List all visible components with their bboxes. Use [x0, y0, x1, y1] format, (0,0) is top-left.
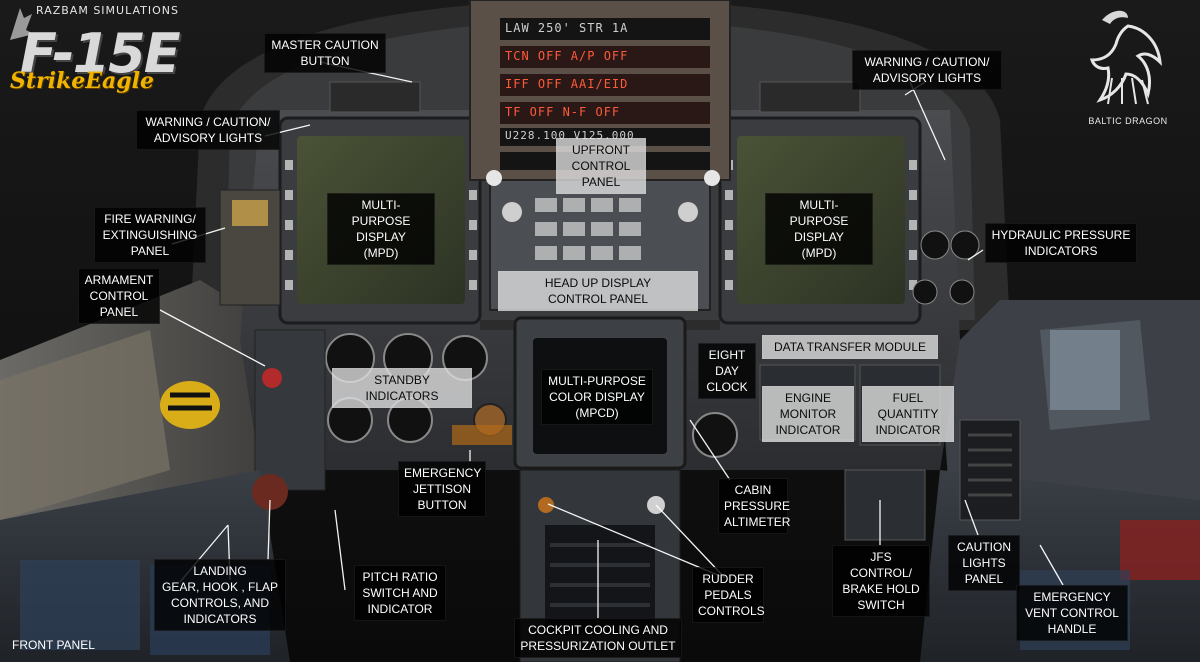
- label-rudder-pedals: RUDDER PEDALS CONTROLS: [692, 567, 765, 623]
- front-panel-caption: FRONT PANEL: [12, 638, 95, 652]
- ufc-line-1: LAW 250' STR 1A: [505, 21, 629, 35]
- label-armament: ARMAMENT CONTROL PANEL: [78, 268, 160, 324]
- logo-sub: StrikeEagle: [10, 68, 154, 94]
- label-cabin-pressure: CABIN PRESSURE ALTIMETER: [718, 478, 790, 534]
- label-wca-left: WARNING / CAUTION/ ADVISORY LIGHTS: [136, 110, 280, 150]
- label-hud-control: HEAD UP DISPLAY CONTROL PANEL: [498, 271, 698, 311]
- baltic-dragon-logo: BALTIC DRAGON: [1082, 8, 1174, 126]
- label-landing-gear: LANDING GEAR, HOOK , FLAP CONTROLS, AND …: [154, 559, 286, 631]
- label-cockpit-cooling: COCKPIT COOLING AND PRESSURIZATION OUTLE…: [514, 618, 682, 658]
- label-standby: STANDBY INDICATORS: [332, 368, 472, 408]
- partner-name: BALTIC DRAGON: [1088, 116, 1168, 126]
- label-emergency-jettison: EMERGENCY JETTISON BUTTON: [398, 461, 486, 517]
- label-mpd-left: MULTI-PURPOSE DISPLAY (MPD): [327, 193, 435, 265]
- label-caution-lights: CAUTION LIGHTS PANEL: [948, 535, 1020, 591]
- razbam-brand: RAZBAM SIMULATIONS F-15E StrikeEagle: [6, 4, 206, 94]
- label-wca-right: WARNING / CAUTION/ ADVISORY LIGHTS: [852, 50, 1002, 90]
- label-engine-monitor: ENGINE MONITOR INDICATOR: [762, 386, 854, 442]
- label-master-caution: MASTER CAUTION BUTTON: [264, 33, 386, 73]
- label-upfront: UPFRONT CONTROL PANEL: [556, 138, 646, 194]
- eagle-logo-icon: [10, 8, 34, 40]
- logo-main: F-15E: [20, 22, 181, 85]
- label-fire-warning: FIRE WARNING/ EXTINGUISHING PANEL: [94, 207, 206, 263]
- label-mpd-right: MULTI-PURPOSE DISPLAY (MPD): [765, 193, 873, 265]
- dragon-logo-icon: [1089, 10, 1162, 105]
- ufc-line-2: TCN OFF A/P OFF: [505, 49, 629, 63]
- label-hydraulic: HYDRAULIC PRESSURE INDICATORS: [985, 223, 1137, 263]
- label-jfs-control: JFS CONTROL/ BRAKE HOLD SWITCH: [832, 545, 930, 617]
- label-pitch-ratio: PITCH RATIO SWITCH AND INDICATOR: [354, 565, 446, 621]
- label-data-transfer: DATA TRANSFER MODULE: [762, 335, 938, 359]
- label-mpcd: MULTI-PURPOSE COLOR DISPLAY (MPCD): [541, 369, 653, 425]
- label-fuel-quantity: FUEL QUANTITY INDICATOR: [862, 386, 954, 442]
- label-eight-day-clock: EIGHT DAY CLOCK: [698, 343, 756, 399]
- studio-name: RAZBAM SIMULATIONS: [36, 4, 179, 17]
- ufc-line-4: TF OFF N-F OFF: [505, 105, 621, 119]
- label-emergency-vent: EMERGENCY VENT CONTROL HANDLE: [1016, 585, 1128, 641]
- ufc-line-3: IFF OFF AAI/EID: [505, 77, 629, 91]
